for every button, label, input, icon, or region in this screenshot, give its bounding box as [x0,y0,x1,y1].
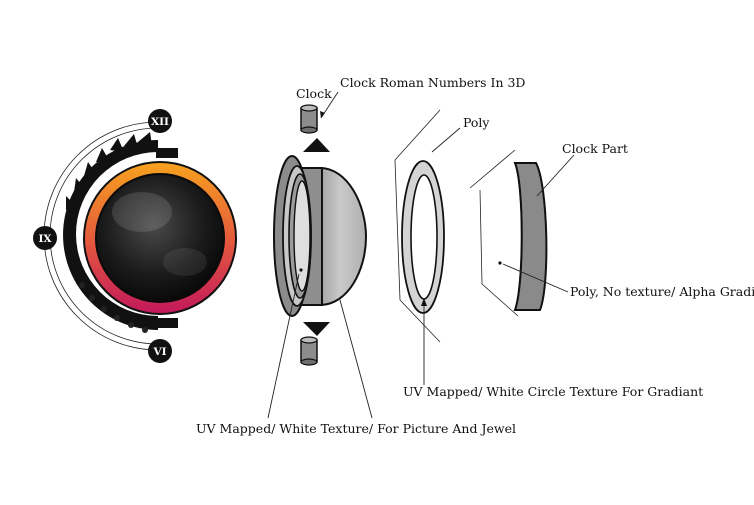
label-clock-roman-3d: Clock Roman Numbers In 3D [340,75,525,90]
leader-uv-white-a [267,273,300,419]
assembled-clock: XII IX VI [33,109,237,363]
poly-guide-top [394,109,441,161]
notch-bottom [156,318,178,328]
glass-highlight [112,192,172,232]
top-knob [300,104,318,134]
label-uv-white-texture: UV Mapped/ White Texture/ For Picture An… [196,421,516,436]
glass-highlight-2 [163,248,207,276]
leader-lines [267,91,575,419]
tick-band [63,140,159,330]
numeral-ix: IX [38,233,52,245]
poly-ring-inner [410,174,438,300]
poly-guide-left [394,159,401,301]
label-poly: Poly [463,115,490,130]
clock-part-face [514,162,523,311]
leader-poly [431,127,461,153]
notch-top [156,148,178,158]
leader-poly-no-texture [502,263,569,293]
label-poly-no-texture: Poly, No texture/ Alpha Gradiant [570,284,754,299]
part-guide-bottom [481,283,519,317]
poly-ring [394,109,445,343]
numeral-xii-badge: XII [148,109,172,133]
numeral-xii: XII [151,116,169,128]
numeral-vi-badge: VI [148,339,172,363]
clock-teeth [66,132,152,210]
part-guide-left [479,189,483,285]
label-clock: Clock [296,86,332,101]
part-guide-top [469,149,516,189]
leader-uv-white-b [339,299,373,419]
clock-body-exploded [273,104,368,366]
tab-bottom [303,322,330,336]
numeral-ix-badge: IX [33,226,57,250]
numeral-vi: VI [152,346,166,358]
inner-face [293,180,311,292]
point-marker-a [299,268,303,272]
point-marker-b [498,261,502,265]
clock-glass [95,173,225,303]
dome [314,167,368,306]
tab-top [303,138,330,152]
poly-guide-bottom [399,299,441,343]
clock-beads [79,282,148,333]
clock-part [469,149,548,317]
bottom-knob [300,336,318,366]
label-clock-part: Clock Part [562,141,628,156]
label-uv-white-circle: UV Mapped/ White Circle Texture For Grad… [403,384,703,399]
leader-clock-part [536,154,575,197]
